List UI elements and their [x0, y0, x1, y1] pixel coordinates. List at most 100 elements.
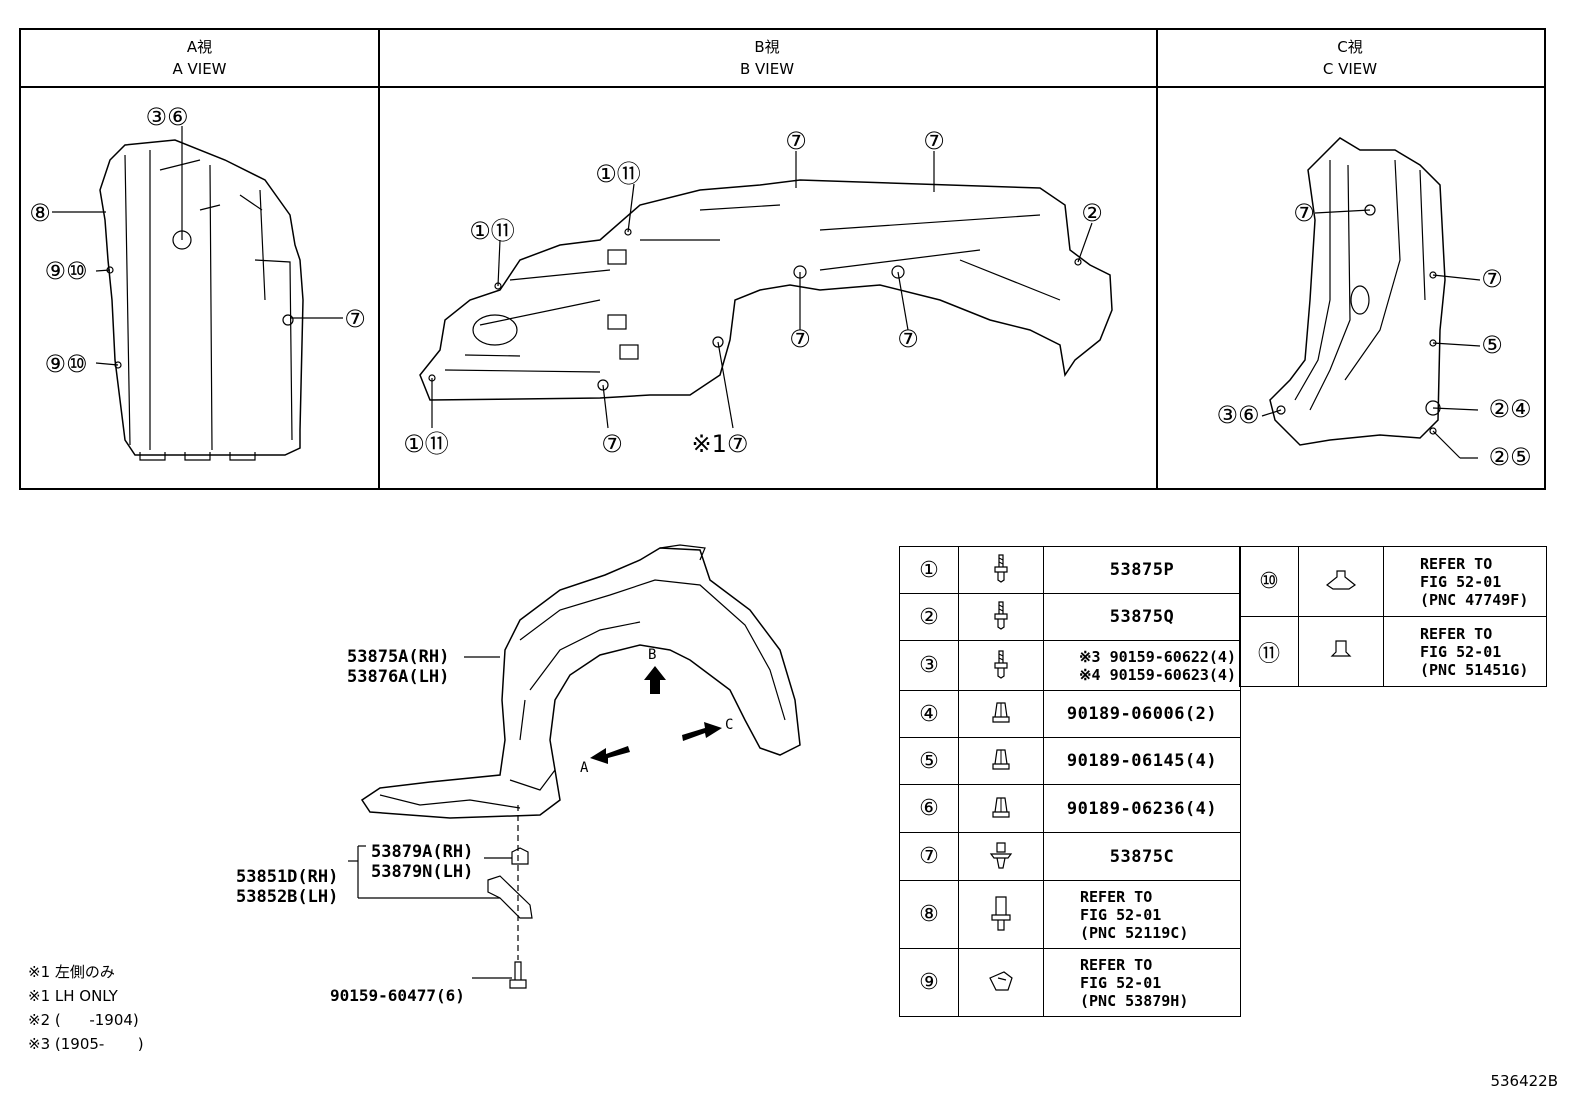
part-number-cell: ①: [899, 546, 959, 594]
a-view-callout: ⑦: [344, 305, 366, 333]
part-callout-number: ②: [919, 604, 939, 630]
part-number-cell: ⑦: [899, 832, 959, 881]
arrow-b-label: B: [648, 647, 657, 663]
part-number-cell: ⑨: [899, 948, 959, 1017]
part-callout-number: ①: [919, 557, 939, 583]
retainer-clip-icon: [1323, 569, 1359, 597]
clip-seal-drawing: [511, 847, 529, 865]
diagram-id: 536422B: [1490, 1072, 1558, 1090]
screw-clip-icon: [990, 554, 1012, 587]
part-icon-cell: [958, 546, 1044, 594]
b-view-callout: ①⑪: [403, 430, 449, 458]
part-description-cell: ※3 90159-60622(4)※4 90159-60623(4): [1043, 640, 1241, 691]
a-view-callout: ⑨⑩: [44, 257, 87, 285]
b-view-callout: ①⑪: [469, 217, 515, 245]
part-number-cell: ⑥: [899, 784, 959, 833]
part-number-cell: ④: [899, 690, 959, 738]
parts-row: ② 53875Q: [899, 593, 1241, 641]
part-icon-cell: [958, 640, 1044, 691]
b-view-title-en: B VIEW: [739, 60, 795, 78]
b-view-callout: ②: [1081, 199, 1103, 227]
nut-clip-icon: [990, 702, 1012, 731]
footnotes: ※1 左側のみ ※1 LH ONLY ※2 ( -1904) ※3 (1905-…: [28, 960, 144, 1056]
part-reference-line: REFER TO: [1080, 955, 1153, 974]
direction-arrows: [590, 666, 722, 764]
part-reference-line: FIG 52-01: [1080, 905, 1162, 924]
main-fender-liner-drawing: [360, 544, 801, 819]
part-icon-cell: [958, 784, 1044, 833]
a-view-callout: ⑨⑩: [44, 350, 87, 378]
part-callout-number: ⑩: [1259, 569, 1279, 594]
arrow-c-label: C: [725, 717, 734, 733]
seal-lh-label: 53879N(LH): [371, 862, 474, 882]
square-clip-icon: [1329, 639, 1353, 666]
c-view-callout: ②④: [1488, 395, 1531, 423]
part-icon-cell: [958, 737, 1044, 785]
a-view-callout: ⑧: [29, 199, 51, 227]
screw-clip-icon: [990, 649, 1012, 683]
part-number-text: 90189-06236(4): [1043, 784, 1241, 833]
a-view-header: A視 A VIEW: [21, 30, 378, 88]
b-view-panel: B視 B VIEW: [378, 30, 1158, 488]
c-view-callout: ②⑤: [1488, 443, 1531, 471]
part-callout-number: ⑥: [919, 796, 939, 821]
main-leaders: [348, 656, 519, 979]
c-view-title-jp: C視: [1337, 38, 1363, 56]
part-callout-number: ⑤: [919, 748, 939, 774]
note-4: ※3 (1905- ): [28, 1035, 144, 1053]
a-view-callout: ③⑥: [145, 103, 188, 131]
c-view-callout: ③⑥: [1216, 401, 1259, 429]
rivet-clip-icon: [990, 895, 1012, 937]
part-callout-number: ③: [919, 653, 939, 678]
parts-row: ③ ※3 90159-60622(4)※4 90159-60623(4): [899, 640, 1241, 691]
part-icon-cell: [1298, 546, 1384, 617]
note-3: ※2 ( -1904): [28, 1011, 139, 1029]
screw-drawing: [509, 961, 527, 989]
b-view-callout: ⑦: [923, 127, 945, 155]
arrow-a-label: A: [580, 760, 589, 776]
parts-row: ⑤ 90189-06145(4): [899, 737, 1241, 785]
views-panel: A視 A VIEW B視 B VIEW C視 C VIEW: [19, 28, 1546, 490]
part-number-text: 90189-06006(2): [1043, 690, 1241, 738]
a-view-title-jp: A視: [186, 38, 213, 56]
part-callout-number: ⑨: [919, 970, 939, 995]
b-view-liner-drawing: [419, 179, 1113, 401]
seal-rh-label: 53879A(RH): [371, 842, 474, 862]
part-number-cell: ⑧: [899, 880, 959, 949]
part-icon-cell: [958, 948, 1044, 1017]
part-reference-line: REFER TO: [1080, 887, 1153, 906]
bracket-rh-label: 53851D(RH): [236, 867, 339, 887]
part-number-line: ※4 90159-60623(4): [1078, 665, 1236, 684]
parts-row: ④ 90189-06006(2): [899, 690, 1241, 738]
a-view-leaders: [52, 126, 343, 366]
b-view-header: B視 B VIEW: [378, 30, 1156, 88]
note-2: ※1 LH ONLY: [28, 987, 118, 1005]
part-reference-line: FIG 52-01: [1420, 572, 1502, 591]
nut-clip-icon: [990, 749, 1012, 778]
screw-label: 90159-60477(6): [330, 986, 465, 1005]
part-reference-line: REFER TO: [1420, 624, 1493, 643]
part-icon-cell: [958, 593, 1044, 641]
push-clip-icon: [988, 841, 1014, 874]
part-callout-number: ⑧: [919, 902, 939, 927]
bracket-clip-icon: [986, 970, 1016, 998]
part-number-text: 53875Q: [1043, 593, 1241, 641]
part-callout-number: ⑪: [1257, 641, 1280, 667]
part-reference-line: FIG 52-01: [1080, 973, 1162, 992]
b-view-title-jp: B視: [754, 38, 780, 56]
c-view-liner-drawing: [1269, 137, 1446, 446]
b-view-callout: ⑦: [897, 325, 919, 353]
part-number-text: 90189-06145(4): [1043, 737, 1241, 785]
